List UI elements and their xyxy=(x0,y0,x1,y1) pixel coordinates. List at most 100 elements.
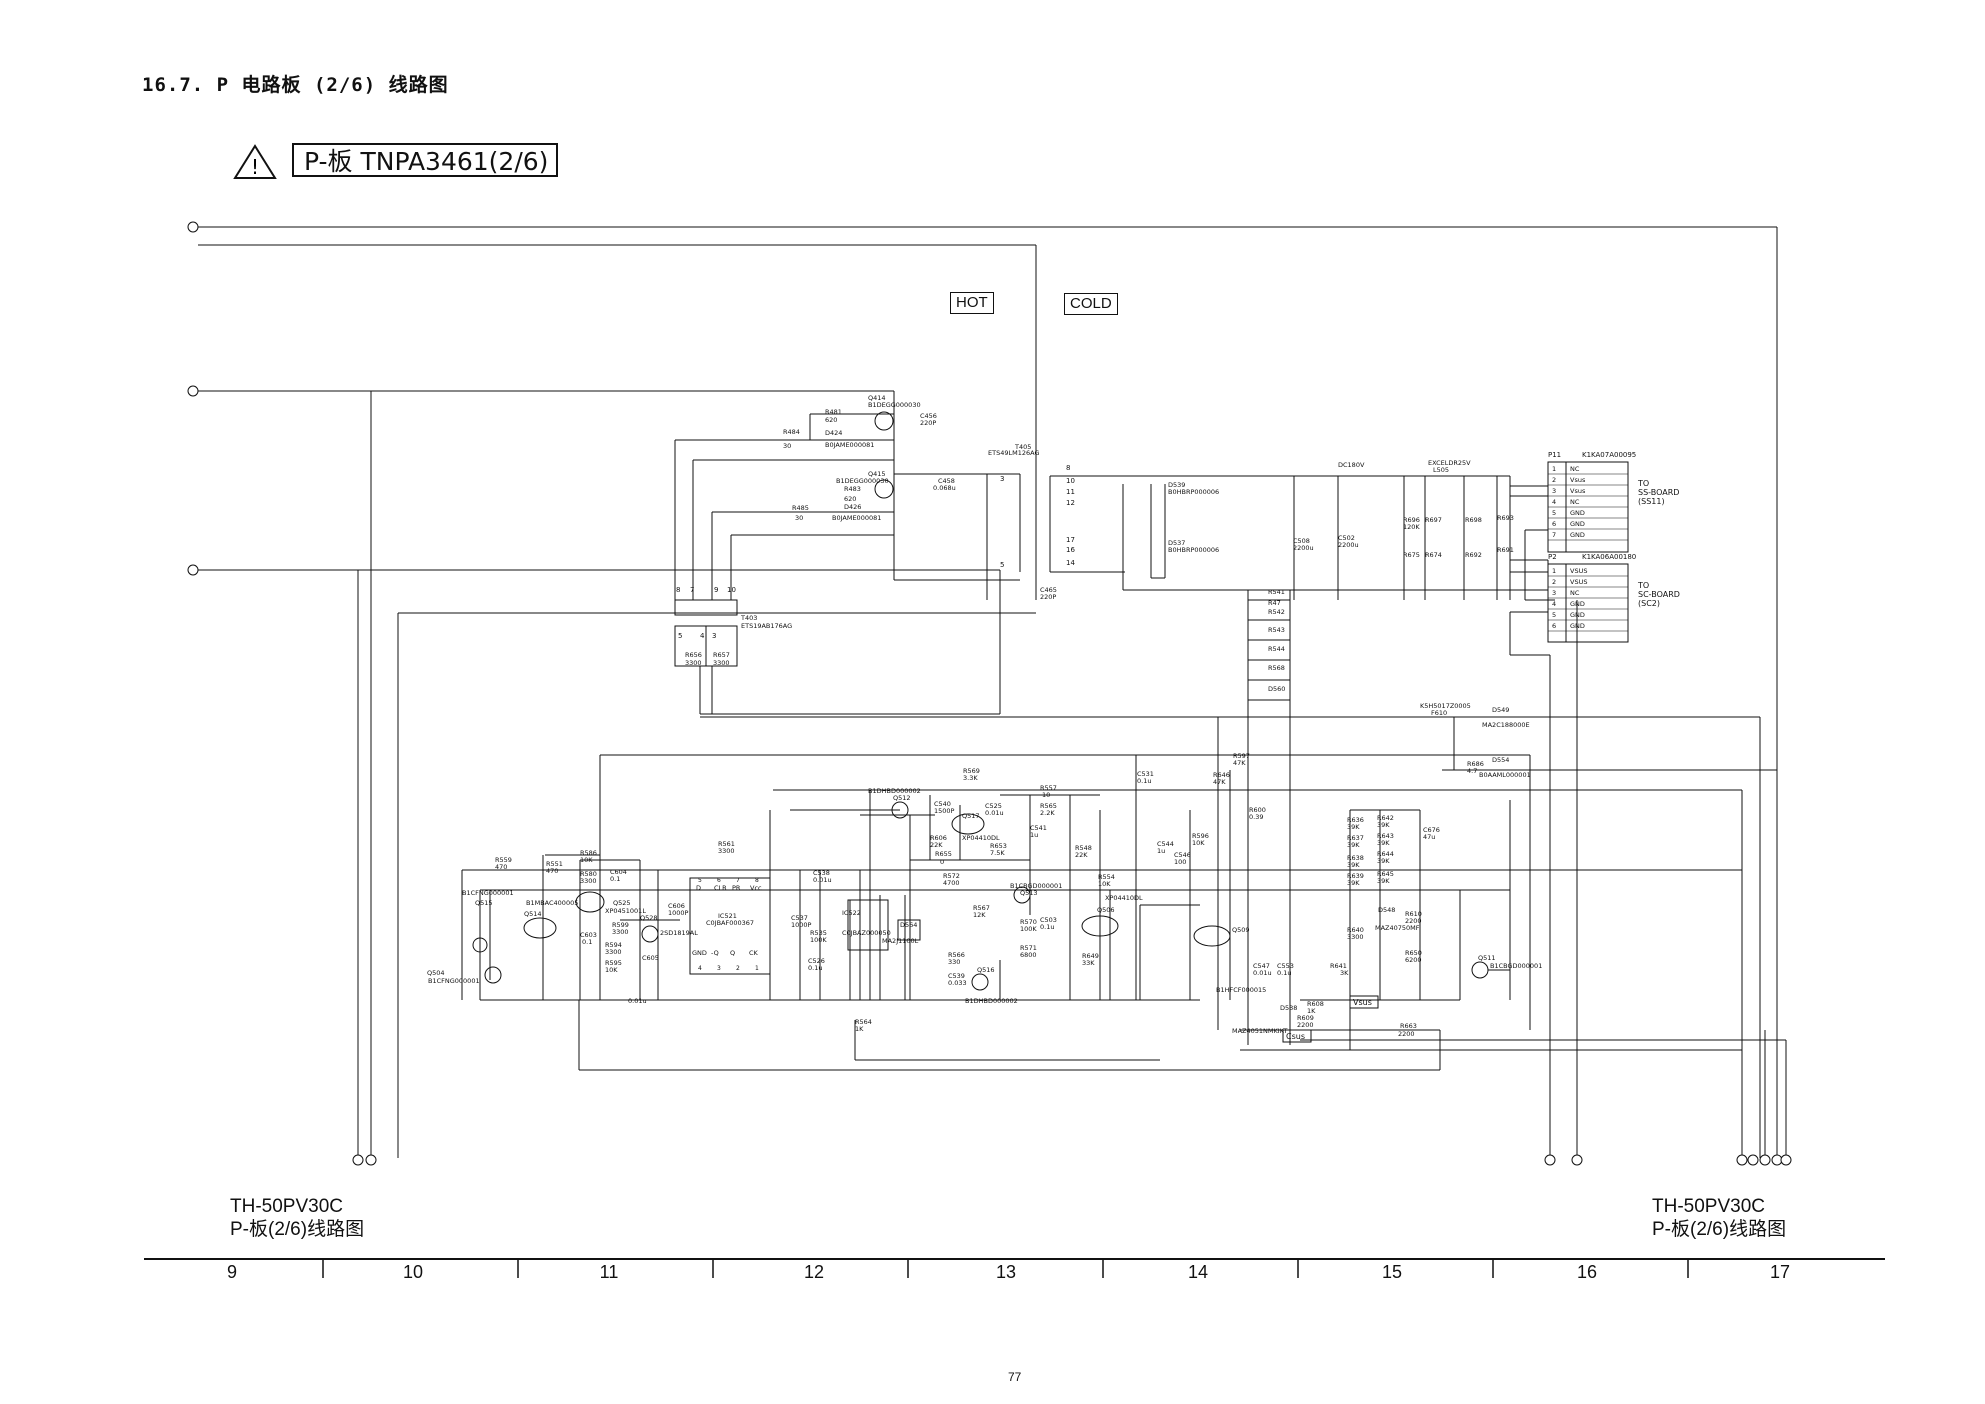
label-r609: R609 xyxy=(1297,1014,1314,1022)
label-xp-a: XP04410DL xyxy=(962,834,1000,842)
connector-p2-signal-1: VSUS xyxy=(1570,567,1587,575)
label-t403-part: ETS19AB176AG xyxy=(741,622,792,630)
label-q415: Q415 xyxy=(868,470,886,478)
label-d539: D539 xyxy=(1168,481,1185,489)
label-r557-v: 10 xyxy=(1042,791,1050,799)
label-ic-bot-pins-2: 2 xyxy=(736,965,740,972)
label-r554: R554 xyxy=(1098,873,1115,881)
label-ic-bot-pins-1: 3 xyxy=(717,965,721,972)
label-val120k: 120K xyxy=(1403,523,1420,531)
connector-p11-destination: SS-BOARD xyxy=(1638,488,1679,497)
label-r580-v: 3300 xyxy=(580,877,597,885)
label-c525: C525 xyxy=(985,802,1002,810)
label-q514: Q514 xyxy=(524,910,542,918)
label-q525: Q525 xyxy=(613,899,631,907)
label-r572-v: 4700 xyxy=(943,879,960,887)
connector-p2-signal-5: GND xyxy=(1570,611,1585,619)
label-r47: R47 xyxy=(1268,599,1281,607)
label-c546-v: 100 xyxy=(1174,858,1186,866)
connector-p2-destination: TO xyxy=(1637,581,1649,590)
connector-p2-pin-2: 2 xyxy=(1552,578,1556,586)
label-c526: C526 xyxy=(808,957,825,965)
label-c603: C603 xyxy=(580,931,597,939)
hot-label: HOT xyxy=(950,292,994,314)
label-pin-numbers-13: 5 xyxy=(678,632,682,640)
label-pin-numbers-3: 12 xyxy=(1066,499,1075,507)
label-ic-top-0: D xyxy=(696,884,701,892)
label-c539: C539 xyxy=(948,972,965,980)
warning-mark: ! xyxy=(251,155,259,179)
connector-p11-signal-1: NC xyxy=(1570,465,1580,473)
label-ic-bot-2: Q xyxy=(730,949,735,957)
label-r675: R675 xyxy=(1403,551,1420,559)
connector-p2-pin-3: 3 xyxy=(1552,589,1556,597)
ruler-16: 16 xyxy=(1576,1262,1598,1282)
label-d538: D538 xyxy=(1280,1004,1297,1012)
label-q414: Q414 xyxy=(868,394,886,402)
label-r642: R642 xyxy=(1377,814,1394,822)
label-c502: C502 xyxy=(1338,534,1355,542)
label-c538: C538 xyxy=(813,869,830,877)
label-pin-numbers-11: 9 xyxy=(714,586,718,594)
label-q504-part: B1CFNG000001 xyxy=(428,977,480,985)
label-r644: R644 xyxy=(1377,850,1394,858)
connector-p11-ref: P11 xyxy=(1548,451,1561,459)
label-r645-v: 39K xyxy=(1377,877,1390,885)
label-c676-v: 47u xyxy=(1423,833,1435,841)
label-d424: D424 xyxy=(825,429,842,437)
label-r663: R663 xyxy=(1400,1022,1417,1030)
label-r535-v: 100K xyxy=(810,936,827,944)
model-left-line1: TH-50PV30C xyxy=(230,1196,343,1217)
label-r649: R649 xyxy=(1082,952,1099,960)
label-r609-v: 2200 xyxy=(1297,1021,1314,1029)
label-ic-top-pins-1: 6 xyxy=(717,877,721,884)
label-r655: R655 xyxy=(935,850,952,858)
label-r570-v: 100K xyxy=(1020,925,1037,933)
label-c676: C676 xyxy=(1423,826,1440,834)
label-r481: R481 xyxy=(825,408,842,416)
label-c508-v: 2200u xyxy=(1293,544,1314,552)
label-d564-part: MA2J1100L xyxy=(882,937,919,945)
label-ic-top-2: PR xyxy=(732,884,741,892)
label-q528: Q528 xyxy=(640,914,658,922)
label-r696: R696 xyxy=(1403,516,1420,524)
label-r597-v: 47K xyxy=(1233,759,1246,767)
connector-p2-ref: P2 xyxy=(1548,553,1557,561)
label-r643: R643 xyxy=(1377,832,1394,840)
connector-p11-signal-4: NC xyxy=(1570,498,1580,506)
label-ic-top-pins-3: 8 xyxy=(755,877,759,884)
label-c538-v: 0.01u xyxy=(813,876,832,884)
label-ic-bot-pins-0: 4 xyxy=(698,965,702,972)
label-q513-part: B1CBGD000001 xyxy=(1010,882,1062,890)
label-ic-bot-1: -Q xyxy=(711,949,719,957)
label-r485-v: 30 xyxy=(795,514,803,522)
vsus-box xyxy=(1349,995,1379,1009)
label-r650-v: 6200 xyxy=(1405,956,1422,964)
connector-p11-pin-2: 2 xyxy=(1552,476,1556,484)
label-r610-v: 2200 xyxy=(1405,917,1422,925)
label-t405: T405 xyxy=(1014,443,1031,451)
label-d564: D564 xyxy=(900,921,917,929)
label-c537-v: 1000P xyxy=(791,921,812,929)
label-c465-v: 220P xyxy=(1040,593,1056,601)
label-r644-v: 39K xyxy=(1377,857,1390,865)
connector-p2-pin-5: 5 xyxy=(1552,611,1556,619)
label-ic-top-pins-0: 5 xyxy=(698,877,702,884)
label-q415-part: B1DEGG000030 xyxy=(836,477,889,485)
connector-p11-pin-1: 1 xyxy=(1552,465,1556,473)
label-r559: R559 xyxy=(495,856,512,864)
label-r686-v: 4.7 xyxy=(1467,767,1477,775)
label-dc180v: DC180V xyxy=(1338,461,1365,469)
label-c540-v: 1500P xyxy=(934,807,955,815)
label-c553-v: 0.1u xyxy=(1277,969,1291,977)
label-q515: Q515 xyxy=(475,899,493,907)
model-caption-left: TH-50PV30C P-板(2/6)线路图 xyxy=(230,1195,364,1241)
label-d537: D537 xyxy=(1168,539,1185,547)
label-r483-v: 620 xyxy=(844,495,856,503)
connector-p11-pin-7: 7 xyxy=(1552,531,1556,539)
page-heading: 16.7. P 电路板 (2/6) 线路图 xyxy=(142,74,449,96)
label-r637: R637 xyxy=(1347,834,1364,842)
label-r599-v: 3300 xyxy=(612,928,629,936)
connector-p11-signal-3: Vsus xyxy=(1570,487,1586,495)
